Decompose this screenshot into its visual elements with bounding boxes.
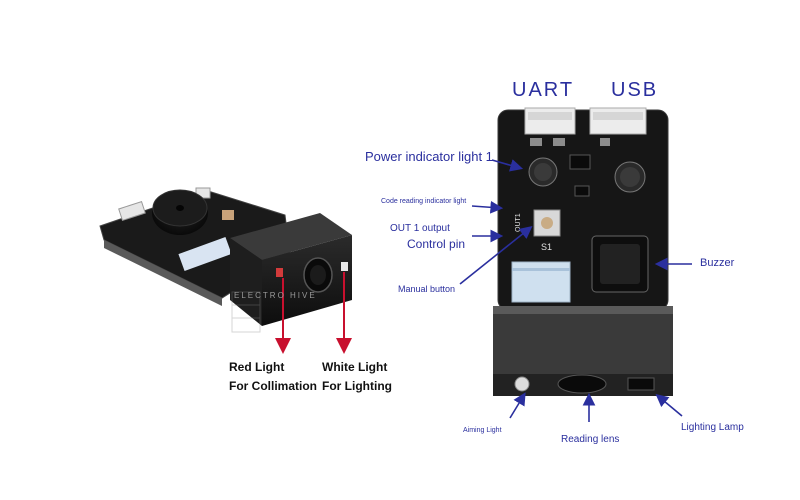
aiming-light-label: Aiming Light bbox=[463, 427, 502, 434]
red-collimation-led bbox=[276, 268, 283, 277]
for-lighting-label: For Lighting bbox=[322, 379, 392, 393]
uart-header: UART bbox=[512, 79, 575, 101]
uart-connector bbox=[524, 107, 576, 135]
left-scanner-module bbox=[99, 187, 352, 354]
right-scanner-board: S1 OUT1 bbox=[493, 107, 673, 396]
left-buzzer bbox=[152, 189, 208, 235]
s1-silkscreen: S1 bbox=[541, 242, 552, 252]
reading-lens-label: Reading lens bbox=[561, 434, 620, 445]
manual-button-s1 bbox=[533, 209, 561, 237]
lighting-lamp-label: Lighting Lamp bbox=[681, 422, 744, 433]
aiming-light bbox=[514, 376, 530, 392]
watermark-logo bbox=[231, 291, 261, 333]
usb-header: USB bbox=[611, 79, 659, 101]
right-buzzer bbox=[591, 235, 649, 293]
usb-connector bbox=[589, 107, 647, 135]
reading-lens bbox=[557, 374, 607, 394]
lighting-lamp bbox=[627, 377, 655, 391]
watermark-text: ELECTRO HIVE bbox=[234, 291, 317, 300]
power-indicator-label: Power indicator light 1 bbox=[365, 149, 493, 164]
left-lens-block bbox=[230, 213, 352, 326]
manual-button-label: Manual button bbox=[398, 284, 456, 294]
out1-silkscreen: OUT1 bbox=[515, 213, 522, 232]
for-collimation-label: For Collimation bbox=[229, 379, 317, 393]
red-light-label: Red Light bbox=[229, 360, 285, 374]
annotation-arrows bbox=[459, 159, 692, 422]
buzzer-label: Buzzer bbox=[700, 257, 735, 269]
out1-output-label: OUT 1 output bbox=[390, 223, 450, 234]
code-reading-indicator-label: Code reading indicator light bbox=[381, 198, 467, 205]
white-lighting-led bbox=[341, 262, 348, 271]
control-pin-label: Control pin bbox=[407, 237, 466, 251]
white-light-label: White Light bbox=[322, 360, 388, 374]
